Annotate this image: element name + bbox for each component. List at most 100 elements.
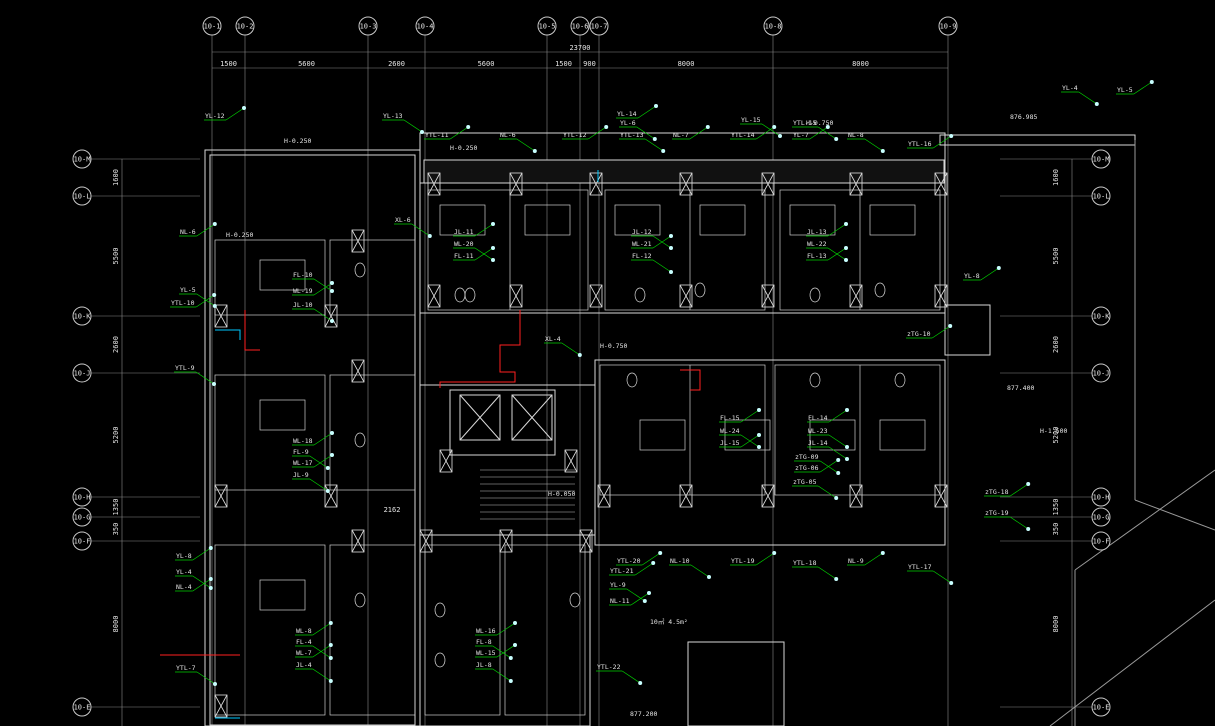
toilet: [354, 262, 366, 278]
axis-top-10-3: 10-3: [358, 16, 378, 36]
pipe-riser-dot: [845, 408, 849, 412]
pipe-label: WL-16: [476, 627, 496, 635]
axis-left-10-E-label: 10-E: [74, 704, 91, 712]
pipe-label: WL-18: [293, 437, 313, 445]
pipe-label: YTL-22: [597, 663, 621, 671]
pipe-label: YL-9: [610, 581, 626, 589]
column: [679, 484, 693, 508]
left-dim: 2600: [112, 336, 120, 353]
axis-left-10-J: 10-J: [72, 363, 92, 383]
pipe-label: YL-12: [205, 112, 225, 120]
column: [564, 449, 578, 473]
pipe-label: XL-6: [395, 216, 411, 224]
height-note: H-1.500: [1040, 427, 1067, 435]
pipe-riser-dot: [1149, 80, 1154, 84]
leader-line: [818, 126, 837, 140]
pipe-label: YL-8: [176, 552, 192, 560]
toilet: [454, 287, 466, 303]
axis-left-10-K: 10-K: [72, 306, 92, 326]
leader-line: [933, 570, 952, 584]
axis-left-10-F-label: 10-F: [74, 538, 91, 546]
pipe-label: JL-9: [293, 471, 309, 479]
pipe-label: WL-15: [476, 649, 496, 657]
leader-line: [828, 409, 848, 423]
pipe-label: FL-9: [293, 448, 309, 456]
pipe-riser-dot: [1094, 102, 1099, 106]
pipe-riser-dot: [1026, 527, 1031, 531]
bed: [439, 204, 486, 236]
elevation-note-3: 877.200: [630, 710, 657, 718]
pipe-riser-dot: [208, 577, 213, 581]
pipe-riser-dot: [757, 433, 761, 437]
pipe-label: FL-15: [720, 414, 740, 422]
pipe-label: YTL-16: [908, 140, 932, 148]
pipe-label: YL-13: [383, 112, 403, 120]
pipe-riser-dot: [532, 149, 537, 153]
column: [849, 284, 863, 308]
room-outline: [427, 189, 589, 311]
pipe-label: YTL-9: [175, 364, 195, 372]
pipe-riser-dot: [661, 149, 666, 153]
right-dim: 2600: [1052, 336, 1060, 353]
pipe-riser-dot: [834, 496, 839, 500]
leader-line: [689, 126, 708, 140]
pipe-riser-dot: [836, 471, 841, 475]
axis-top-10-4-label: 10-4: [417, 23, 434, 31]
pipe-label: NL-7: [673, 131, 689, 139]
pipe-riser-dot: [825, 125, 830, 129]
leader-line: [756, 126, 775, 140]
pipe-label: NL-6: [500, 131, 516, 139]
column: [761, 284, 775, 308]
leader-line: [403, 119, 423, 133]
column: [934, 484, 948, 508]
leader-line: [225, 107, 245, 121]
pipe-riser-dot: [212, 293, 217, 297]
pipe-label: NL-10: [670, 557, 690, 565]
pipe-riser-dot: [651, 561, 656, 565]
right-dim: 1600: [1052, 169, 1060, 186]
left-dim: 5500: [112, 248, 120, 265]
axis-top-10-7: 10-7: [589, 16, 609, 36]
pipe-label: FL-11: [454, 252, 474, 260]
pipe-label: zTG-18: [985, 488, 1009, 496]
leader-line: [630, 592, 650, 606]
pipe-label: zTG-06: [795, 464, 819, 472]
pipe-label: WL-24: [720, 427, 740, 435]
mid-dimension: 2162: [384, 506, 401, 514]
pipe-riser-dot: [880, 149, 885, 153]
column: [419, 529, 433, 553]
pipe-label: YL-7: [793, 131, 809, 139]
pipe-label: JL-10: [293, 301, 313, 309]
pipe-label: JL-12: [632, 228, 652, 236]
bed: [259, 399, 306, 431]
column: [499, 529, 513, 553]
pipe-riser-dot: [328, 621, 333, 625]
pipe-label: YTL-18: [793, 559, 817, 567]
axis-right-10-F: 10-F: [1091, 531, 1111, 551]
leader-line: [309, 478, 328, 492]
pipe-label: YL-6: [620, 119, 636, 127]
axis-right-10-H: 10-H: [1091, 487, 1111, 507]
elevator-car-1: [459, 394, 501, 441]
left-dim: 350: [112, 523, 120, 536]
leader-line: [313, 454, 333, 468]
axis-right-10-F-label: 10-F: [1093, 538, 1110, 546]
pipe-label: WL-20: [454, 240, 474, 248]
pipe-label: YL-4: [176, 568, 192, 576]
pipe-red-2: [244, 310, 260, 351]
column: [934, 284, 948, 308]
toilet: [694, 282, 706, 298]
toilet: [874, 282, 886, 298]
column: [579, 529, 593, 553]
elevator-car-2: [511, 394, 553, 441]
room-outline: [424, 544, 501, 716]
leader-line: [196, 293, 215, 307]
leader-line: [196, 671, 216, 685]
pipe-label: zTG-09: [795, 453, 819, 461]
leader-line: [192, 547, 211, 561]
pipe-label: WL-7: [296, 649, 312, 657]
column: [934, 172, 948, 196]
